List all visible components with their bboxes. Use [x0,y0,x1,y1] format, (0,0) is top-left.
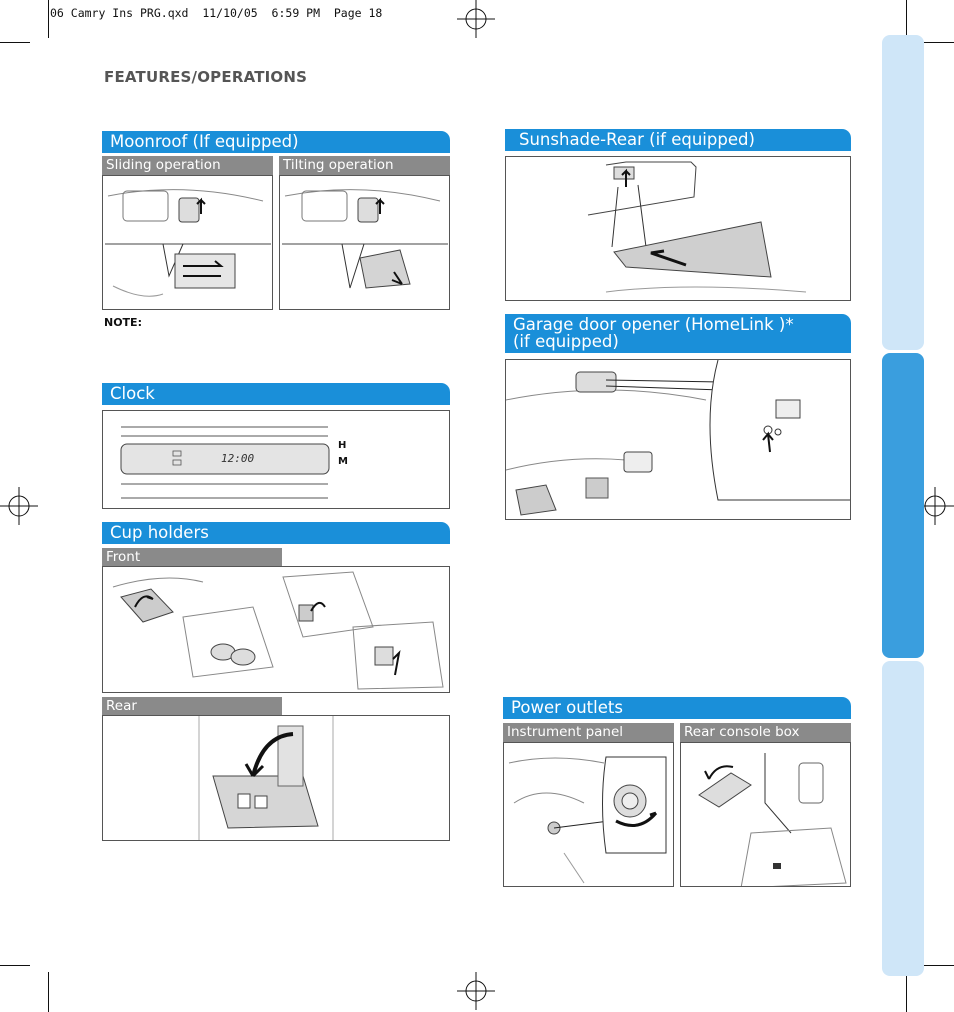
sliding-operation-subtitle: Sliding operation [102,156,273,175]
instrument-panel-outlet-illustration [503,742,674,887]
print-slug: 06 Camry Ins PRG.qxd 11/10/05 6:59 PM Pa… [50,6,383,20]
moonroof-title: Moonroof (If equipped) [102,131,450,153]
clock-illustration: 12:00 [102,410,450,509]
clock-time-readout: 12:00 [221,452,255,465]
rear-console-box-outlet-illustration [680,742,851,887]
front-subtitle: Front [102,548,282,566]
registration-mark-icon [457,0,495,38]
sunshade-illustration [505,156,851,301]
side-tab-top[interactable] [882,35,924,350]
rear-subtitle: Rear [102,697,282,715]
sunshade-title: Sunshade-Rear (if equipped) [505,129,851,151]
hour-button-label: H [338,440,347,451]
crop-mark [0,42,30,43]
crop-mark [924,42,954,43]
garage-title-line2: (if equipped) [513,332,619,351]
clock-title: Clock [102,383,450,405]
cup-holders-title: Cup holders [102,522,450,544]
power-outlets-title: Power outlets [503,697,851,719]
garage-door-opener-title: Garage door opener (HomeLink )* (if equi… [505,314,851,353]
rear-console-box-subtitle: Rear console box [680,723,851,742]
minute-button-label: M [338,456,348,467]
crop-mark [48,0,49,38]
registration-mark-icon [0,487,38,525]
note-label: NOTE: [104,316,142,329]
rear-cup-holder-illustration [102,715,450,841]
garage-door-opener-illustration [505,359,851,520]
tilting-operation-subtitle: Tilting operation [279,156,450,175]
instrument-panel-subtitle: Instrument panel [503,723,674,742]
sliding-operation-illustration [102,175,273,310]
crop-mark [0,965,30,966]
side-tab-bottom[interactable] [882,661,924,976]
garage-title-line1: Garage door opener (HomeLink )* [513,315,794,334]
crop-mark [924,965,954,966]
crop-mark [906,972,907,1012]
side-tab-active[interactable] [882,353,924,658]
clock-display-drawing [120,426,330,499]
page-heading: FEATURES/OPERATIONS [104,68,308,86]
crop-mark [906,0,907,38]
registration-mark-icon [457,972,495,1010]
tilting-operation-illustration [279,175,450,310]
front-cup-holder-illustration [102,566,450,693]
crop-mark [48,972,49,1012]
